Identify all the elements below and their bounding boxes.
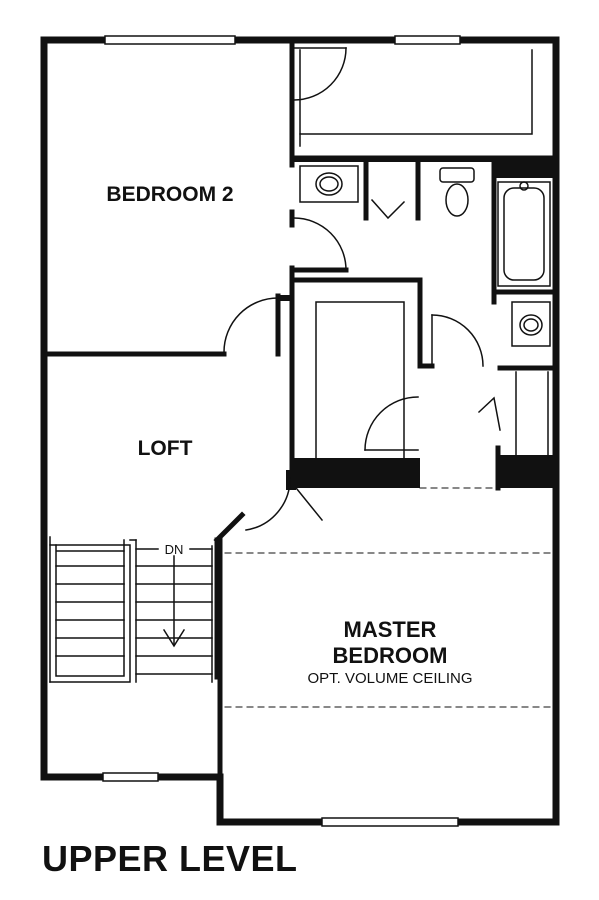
bath-fixtures <box>299 165 551 347</box>
window <box>321 817 459 827</box>
windows <box>102 35 461 827</box>
master-bedroom-label-line2: BEDROOM <box>333 643 448 668</box>
loft-label: LOFT <box>138 437 193 460</box>
solid-wall-blocks <box>276 156 556 490</box>
vanity-right <box>511 301 551 347</box>
stair-arrow-head <box>162 628 186 648</box>
ceiling-dashes <box>224 487 554 708</box>
sink-left <box>315 172 343 196</box>
toilet-bowl <box>445 183 469 217</box>
sink-right <box>519 314 543 336</box>
window <box>104 35 236 45</box>
window <box>102 772 159 782</box>
vanity-left <box>299 165 359 203</box>
window <box>394 35 461 45</box>
level-title: UPPER LEVEL <box>42 838 298 879</box>
bathtub <box>497 181 551 287</box>
master-bedroom-label-line1: MASTER <box>344 617 437 642</box>
stairs <box>49 536 213 683</box>
stair-direction-label: DN <box>165 542 184 557</box>
doors <box>223 47 501 531</box>
bedroom-2-label: BEDROOM 2 <box>106 183 233 206</box>
toilet-tank <box>439 167 475 183</box>
interior-walls <box>41 41 559 780</box>
master-bedroom-note: OPT. VOLUME CEILING <box>307 670 472 687</box>
closet-shelves <box>299 49 549 459</box>
